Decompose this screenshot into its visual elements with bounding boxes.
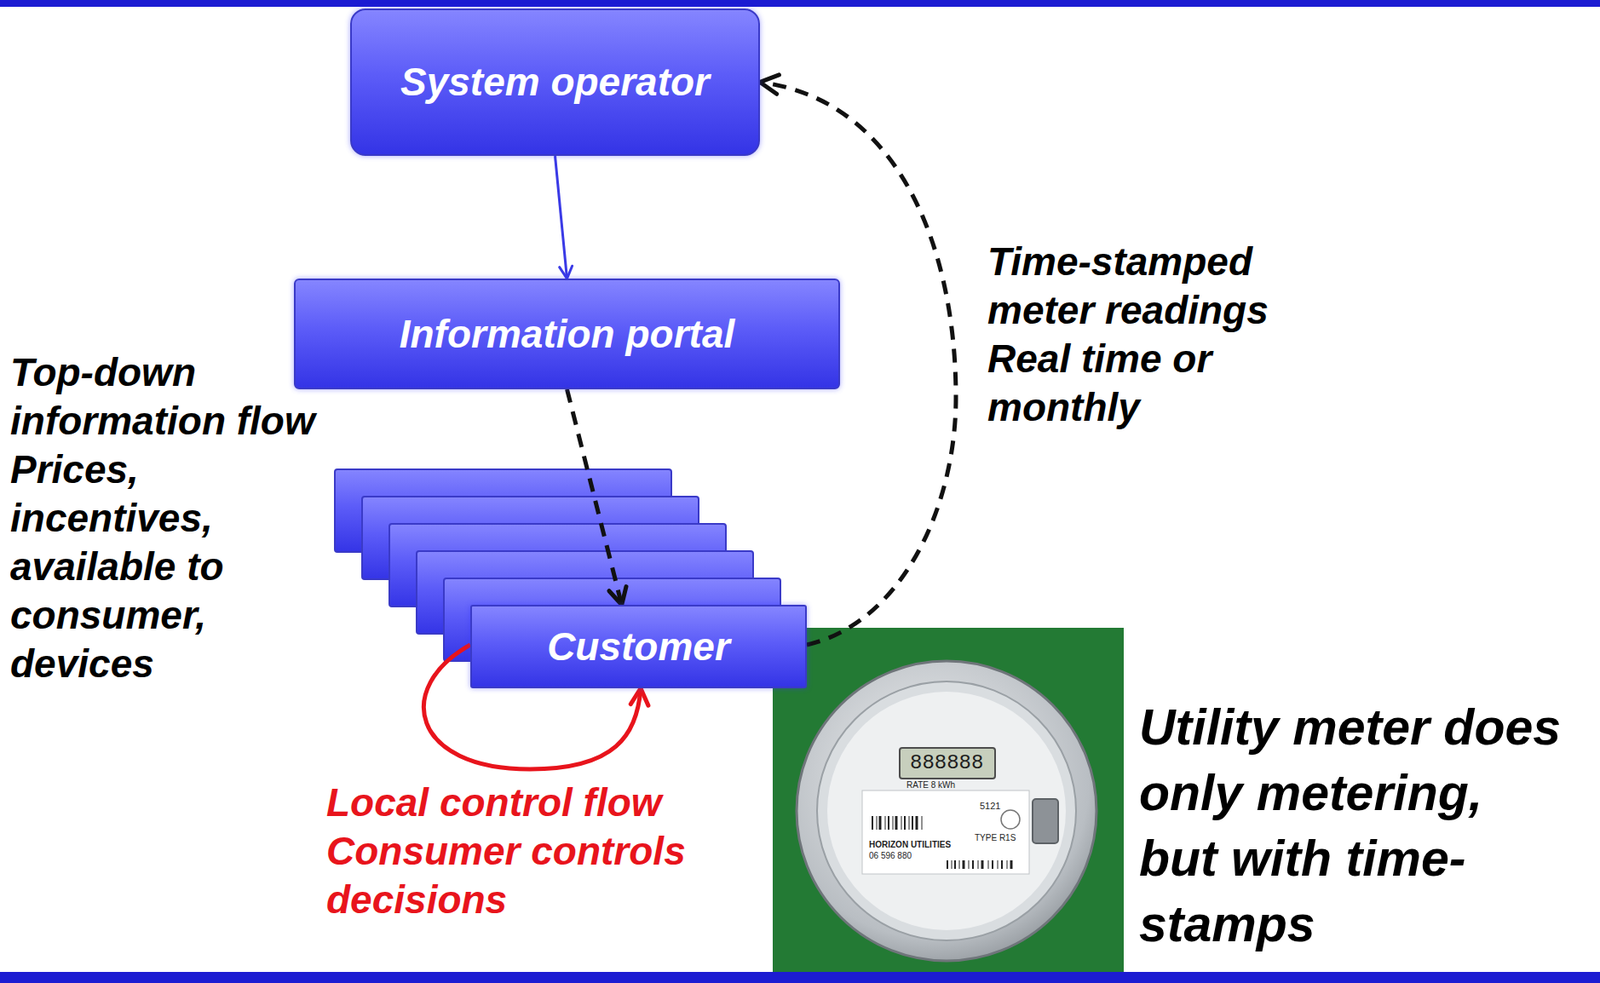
- meter-glass: [817, 681, 1077, 941]
- meter-serial: 06 596 880: [869, 851, 938, 862]
- connector: [567, 389, 627, 605]
- arrow-head: [559, 265, 573, 279]
- process-box: Customer: [470, 604, 807, 689]
- top-bar: [0, 0, 1600, 7]
- certification-mark: [1001, 810, 1020, 829]
- arrow-head: [759, 74, 779, 94]
- edge-label: Local control flow Consumer controls dec…: [326, 778, 702, 925]
- meter-type: TYPE R1S: [974, 833, 1026, 844]
- meter-display-digits: 888888: [909, 749, 992, 777]
- arrow-head: [609, 587, 627, 605]
- box-text: System operator: [400, 59, 710, 105]
- box-text: Information portal: [399, 311, 736, 357]
- barcode: [872, 816, 922, 830]
- connector-line: [567, 389, 622, 605]
- edge-label: Time-stamped meter readings Real time or…: [987, 237, 1295, 432]
- barcode: [947, 860, 1012, 870]
- connector-line: [555, 155, 568, 279]
- process-box: System operator: [350, 8, 760, 156]
- meter-display: [899, 748, 996, 779]
- meter-nameplate: [862, 790, 1030, 875]
- connector: [555, 155, 573, 279]
- box-text: Customer: [546, 624, 731, 670]
- meter-port: [1032, 799, 1059, 844]
- bottom-bar: [0, 972, 1600, 983]
- arrow-head: [630, 688, 649, 706]
- meter-background: [772, 627, 1124, 973]
- meter-face: [827, 691, 1066, 931]
- meter-note: Utility meter does only metering, but wi…: [1139, 695, 1568, 958]
- side-note: Top-down information flow Prices, incent…: [10, 348, 328, 689]
- meter-brand: HORIZON UTILITIES: [869, 840, 963, 851]
- process-box: Information portal: [293, 278, 841, 390]
- meter-ring: [796, 661, 1097, 962]
- meter-number: 5121: [979, 800, 1014, 812]
- meter-rate: RATE 8 kWh: [906, 780, 984, 791]
